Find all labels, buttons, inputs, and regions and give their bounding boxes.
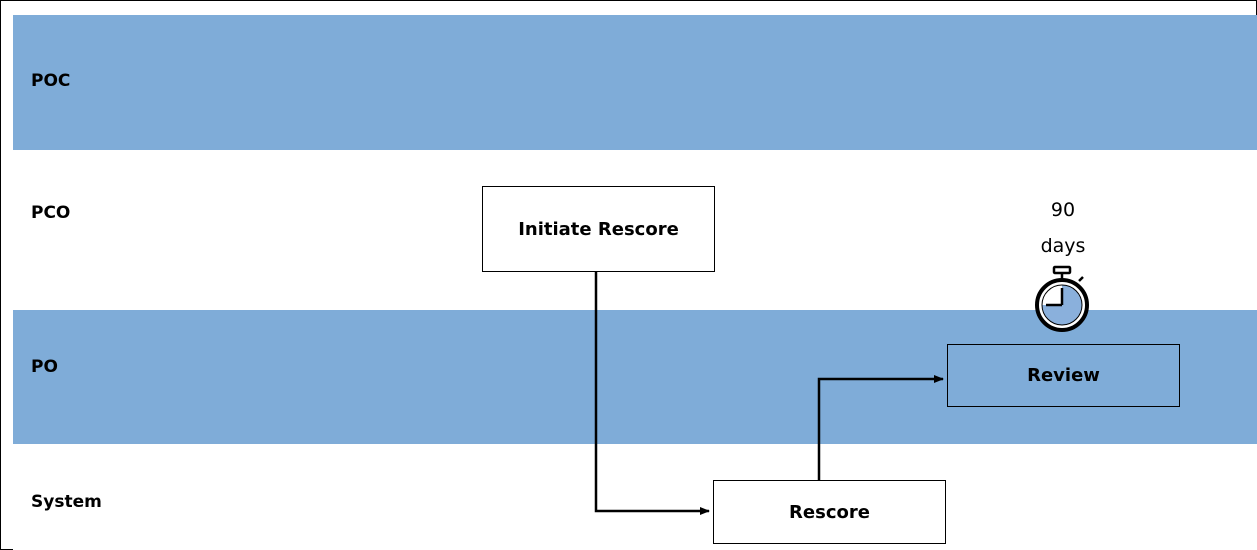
timer-unit: days — [1040, 235, 1086, 257]
lane-poc — [13, 15, 1257, 150]
lane-label-pco: PCO — [31, 203, 71, 223]
initiate-rescore-node: Initiate Rescore — [482, 186, 715, 272]
lane-label-po: PO — [31, 357, 58, 377]
rescore-node: Rescore — [713, 480, 946, 544]
lane-label-system: System — [31, 492, 102, 512]
rescore-label: Rescore — [789, 501, 870, 523]
lane-label-poc: POC — [31, 71, 71, 91]
initiate-rescore-label: Initiate Rescore — [518, 218, 679, 240]
timer-value: 90 — [1050, 199, 1076, 221]
review-label: Review — [1027, 365, 1100, 386]
lane-system — [13, 444, 1257, 550]
review-node: Review — [947, 344, 1180, 407]
